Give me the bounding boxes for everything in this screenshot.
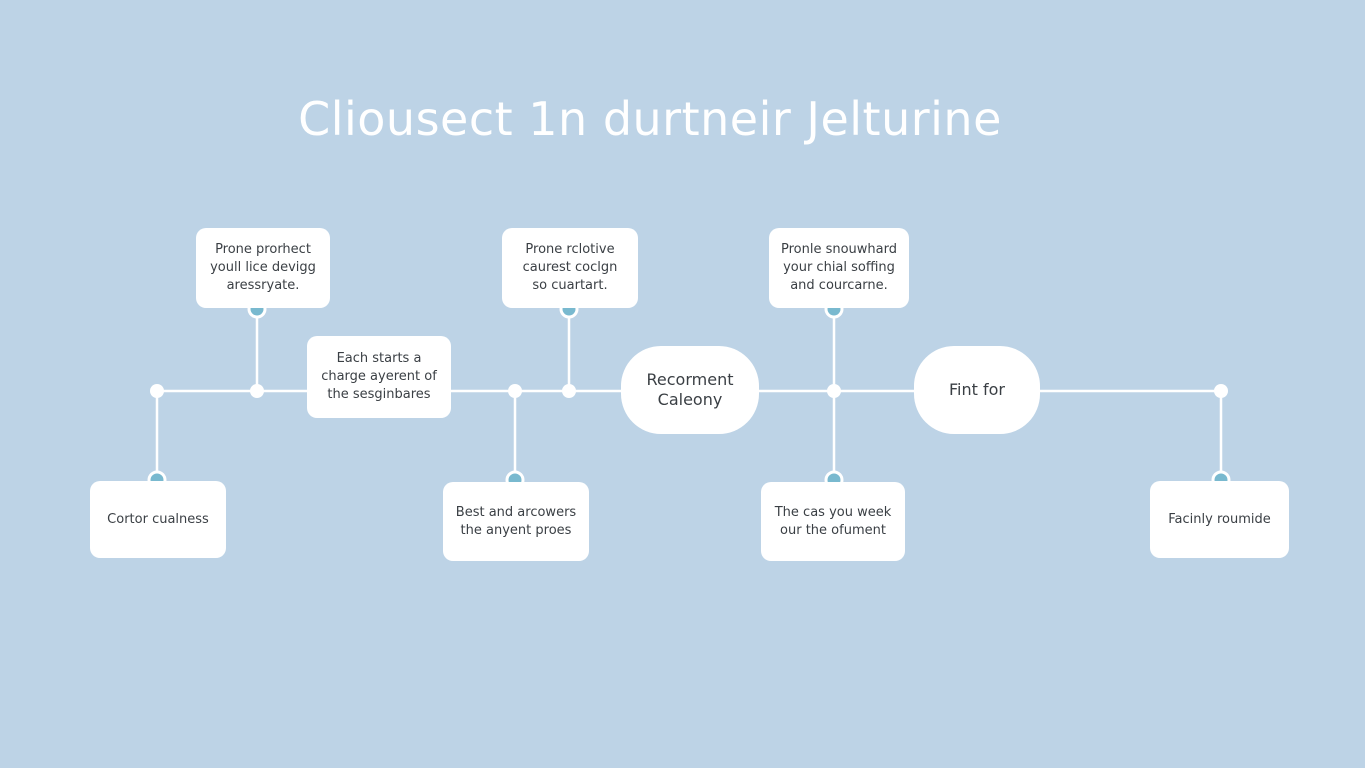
junction-dot xyxy=(508,384,522,398)
junction-dot xyxy=(1214,384,1228,398)
upper-card-2: Prone rclotive caurest coclgn so cuartar… xyxy=(502,228,638,308)
diagram-title: Cliousect 1n durtneir Jelturine xyxy=(298,92,1002,146)
hub-node-2: Fint for xyxy=(914,346,1040,434)
lower-card-1: Cortor cualness xyxy=(90,481,226,558)
middle-card: Each starts a charge ayerent of the sesg… xyxy=(307,336,451,418)
hub-node-1: Recorment Caleony xyxy=(621,346,759,434)
upper-card-3: Pronle snouwhard your chial soffing and … xyxy=(769,228,909,308)
upper-card-1: Prone prorhect youll lice devigg aressry… xyxy=(196,228,330,308)
lower-card-2: Best and arcowers the anyent proes xyxy=(443,482,589,561)
lower-card-4: Facinly roumide xyxy=(1150,481,1289,558)
junction-dot xyxy=(150,384,164,398)
junction-dot xyxy=(827,384,841,398)
junction-dot xyxy=(250,384,264,398)
junction-dot xyxy=(562,384,576,398)
lower-card-3: The cas you week our the ofument xyxy=(761,482,905,561)
